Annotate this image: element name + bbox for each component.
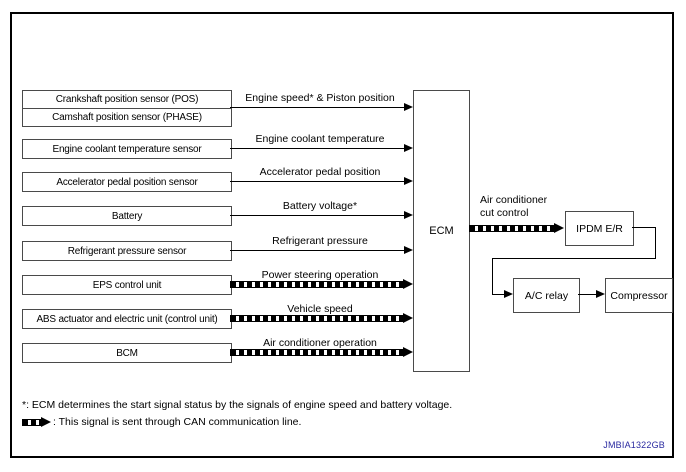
arrowhead-icon	[403, 279, 413, 289]
arrowhead-icon	[504, 290, 513, 298]
signal-label: Engine speed* & Piston position	[245, 92, 395, 104]
signal-label: Battery voltage*	[282, 200, 358, 212]
arrowhead-icon	[41, 417, 51, 427]
arrowhead-icon	[404, 177, 413, 185]
signal-label: Air conditioner operation	[263, 337, 377, 349]
signal-line	[230, 107, 404, 108]
signal-label: Vehicle speed	[287, 303, 353, 315]
arrowhead-icon	[403, 313, 413, 323]
arrowhead-icon	[404, 103, 413, 111]
source-box-bcm: BCM	[22, 343, 232, 363]
signal-line	[230, 215, 404, 216]
connector-line	[632, 227, 656, 228]
connector-line	[492, 294, 506, 295]
connector-line	[655, 227, 656, 259]
source-label: Camshaft position sensor (PHASE)	[23, 108, 231, 126]
ecm-box: ECM	[413, 90, 470, 372]
connector-line	[492, 258, 656, 259]
signal-label: Refrigerant pressure	[272, 235, 368, 247]
can-signal-line	[230, 315, 405, 322]
ac-relay-box: A/C relay	[513, 278, 580, 313]
arrowhead-icon	[596, 290, 605, 298]
diagram-border-frame	[10, 12, 674, 458]
signal-label: Power steering operation	[261, 269, 379, 281]
can-signal-line	[469, 225, 556, 232]
arrowhead-icon	[404, 144, 413, 152]
arrowhead-icon	[404, 246, 413, 254]
source-box-abs: ABS actuator and electric unit (control …	[22, 309, 232, 329]
connector-line	[492, 258, 493, 295]
cut-control-label-line1: Air conditioner	[480, 194, 548, 206]
footnote-can-legend: : This signal is sent through CAN commun…	[53, 416, 302, 428]
signal-label: Accelerator pedal position	[259, 166, 381, 178]
footnote-asterisk: *: ECM determines the start signal statu…	[22, 399, 453, 411]
signal-line	[230, 250, 404, 251]
signal-label: Engine coolant temperature	[255, 133, 385, 145]
can-signal-line	[230, 349, 405, 356]
source-box-eps: EPS control unit	[22, 275, 232, 295]
source-label: Crankshaft position sensor (POS)	[55, 94, 199, 105]
source-box-refrigerant-sensor: Refrigerant pressure sensor	[22, 241, 232, 261]
source-box-coolant-sensor: Engine coolant temperature sensor	[22, 139, 232, 159]
arrowhead-icon	[404, 211, 413, 219]
connector-line	[578, 294, 597, 295]
signal-line	[230, 181, 404, 182]
can-legend-icon	[22, 419, 43, 426]
signal-line	[230, 148, 404, 149]
source-box-accel-sensor: Accelerator pedal position sensor	[22, 172, 232, 192]
arrowhead-icon	[554, 223, 564, 233]
cut-control-label-line2: cut control	[480, 207, 529, 219]
source-box-crank-cam: Crankshaft position sensor (POS) Camshaf…	[22, 90, 232, 127]
source-box-battery: Battery	[22, 206, 232, 226]
ipdm-box: IPDM E/R	[565, 211, 634, 246]
arrowhead-icon	[403, 347, 413, 357]
figure-code: JMBIA1322GB	[603, 440, 665, 450]
can-signal-line	[230, 281, 405, 288]
compressor-box: Compressor	[605, 278, 673, 313]
